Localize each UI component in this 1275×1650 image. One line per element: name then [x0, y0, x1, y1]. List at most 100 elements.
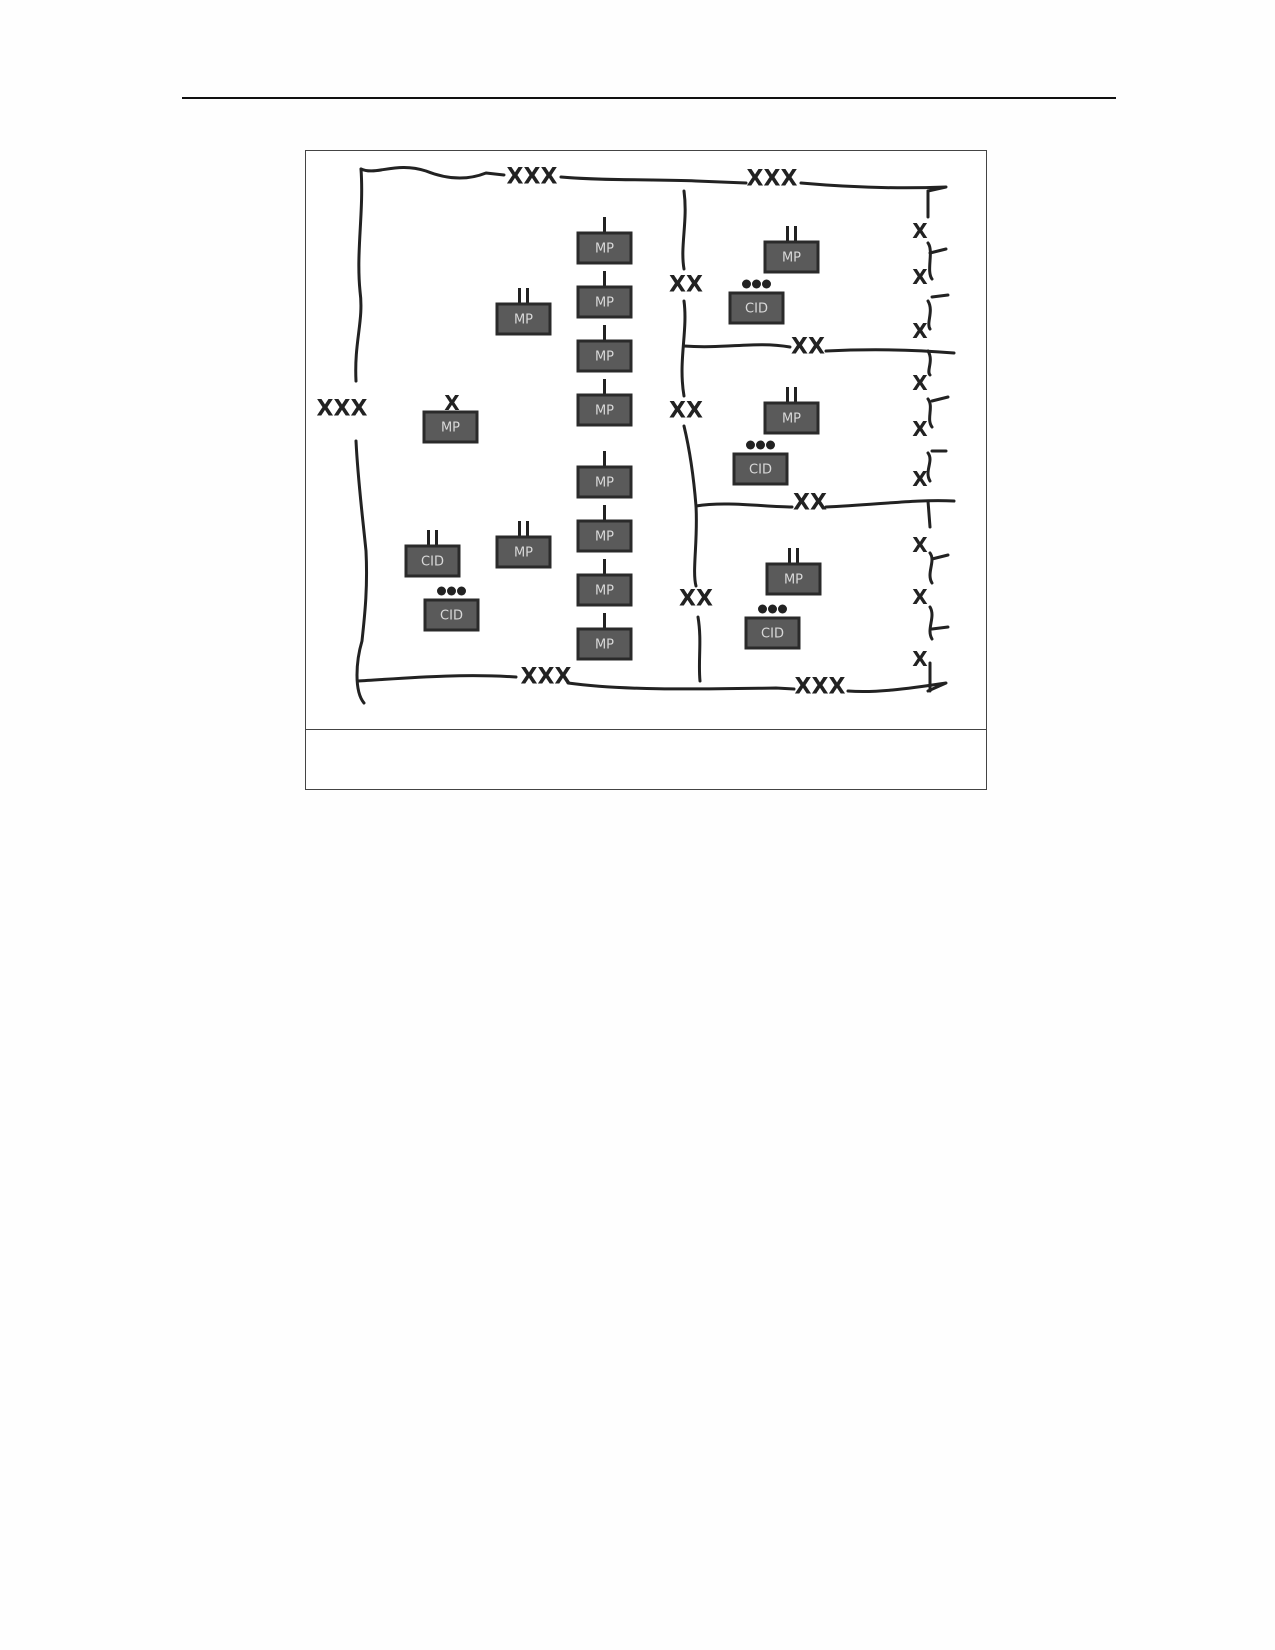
- dot-marker: [762, 279, 771, 289]
- mp-box: [576, 339, 633, 373]
- boundary-label-xxx: XXX: [747, 167, 798, 192]
- mp-box: [763, 401, 820, 435]
- mp-box: [422, 410, 479, 444]
- mp-box: [576, 285, 633, 319]
- boundary-label-xx: XX: [791, 335, 825, 360]
- mp-unit: MP: [576, 379, 633, 427]
- mp-label: MP: [595, 530, 614, 545]
- boundary-label-xxx: XXX: [521, 665, 572, 690]
- lower-divider-line: [694, 499, 956, 509]
- mp-label: MP: [595, 296, 614, 311]
- mp-box: [763, 240, 820, 274]
- boundary-label-x: X: [912, 647, 928, 671]
- cid-box: [423, 598, 480, 632]
- cid-label: CID: [440, 609, 463, 624]
- mp-label: MP: [595, 242, 614, 257]
- units-layer: MP MP MP MP MP MP MP MP MP MP MP CID CID MP CID MP CID MP…: [404, 217, 822, 661]
- dot-marker: [746, 440, 755, 450]
- mp-unit: MP: [576, 505, 633, 553]
- mp-unit: MP: [576, 325, 633, 373]
- dot-marker: [437, 586, 446, 596]
- cid-unit: CID: [423, 586, 480, 632]
- boundary-label-x: X: [912, 417, 928, 441]
- mp-unit: MP: [576, 613, 633, 661]
- boundary-label-xx: XX: [669, 399, 703, 424]
- header-rule: [182, 97, 1116, 99]
- mp-label: MP: [441, 421, 460, 436]
- cid-label: CID: [745, 302, 768, 317]
- boundary-label-x: X: [912, 371, 928, 395]
- mp-label: MP: [595, 476, 614, 491]
- dot-marker: [758, 604, 767, 614]
- mp-unit: MP: [495, 288, 552, 336]
- mp-box: [576, 627, 633, 661]
- dot-marker: [457, 586, 466, 596]
- mp-label: MP: [784, 573, 803, 588]
- mp-unit: MP: [495, 521, 552, 569]
- boundary-label-x: X: [912, 265, 928, 289]
- upper-divider-line: [682, 343, 956, 355]
- boundary-label-xx: XX: [679, 587, 713, 612]
- cid-unit: CID: [404, 530, 461, 578]
- mp-box: [576, 465, 633, 499]
- boundary-label-x: X: [912, 467, 928, 491]
- mp-label: MP: [595, 350, 614, 365]
- bottom-boundary-line: [356, 674, 948, 694]
- mp-box: [495, 535, 552, 569]
- mp-box: [495, 302, 552, 336]
- cid-box: [728, 291, 785, 325]
- mp-unit: MP: [763, 387, 820, 435]
- dot-marker: [766, 440, 775, 450]
- mp-label: MP: [595, 584, 614, 599]
- dot-marker: [768, 604, 777, 614]
- cid-box: [732, 452, 789, 486]
- boundary-label-xx: XX: [669, 273, 703, 298]
- figure-caption: [306, 729, 986, 789]
- boundary-label-xxx: XXX: [317, 397, 368, 422]
- mp-label: MP: [595, 638, 614, 653]
- boundary-label-x: X: [912, 585, 928, 609]
- mp-unit: MP: [576, 451, 633, 499]
- mp-unit: MP: [763, 226, 820, 274]
- boundary-label-xx: XX: [793, 491, 827, 516]
- boundary-label-xxx: XXX: [795, 675, 846, 700]
- cid-unit: CID: [732, 440, 789, 486]
- boundary-label-x: X: [912, 219, 928, 243]
- cid-label: CID: [761, 627, 784, 642]
- mp-box: [576, 231, 633, 265]
- mp-box: [765, 562, 822, 596]
- dot-marker: [756, 440, 765, 450]
- right-boundary-branches: [928, 247, 950, 631]
- mp-box: [576, 519, 633, 553]
- mp-label: MP: [595, 404, 614, 419]
- cid-unit: CID: [728, 279, 785, 325]
- boundary-label-x: X: [912, 319, 928, 343]
- mp-box: [576, 573, 633, 607]
- mp-unit: MP: [576, 217, 633, 265]
- mp-unit: MP: [422, 410, 479, 444]
- right-boundary-line: [926, 189, 934, 693]
- cid-label: CID: [749, 463, 772, 478]
- boundary-label-x: X: [444, 391, 460, 415]
- left-boundary-line: [354, 167, 369, 705]
- cid-box: [744, 616, 801, 650]
- dot-marker: [742, 279, 751, 289]
- cid-label: CID: [421, 555, 444, 570]
- mp-unit: MP: [576, 559, 633, 607]
- mp-box: [576, 393, 633, 427]
- cid-box: [404, 544, 461, 578]
- mp-label: MP: [514, 546, 533, 561]
- mp-label: MP: [782, 251, 801, 266]
- cid-unit: CID: [744, 604, 801, 650]
- dot-marker: [752, 279, 761, 289]
- boundary-label-xxx: XXX: [507, 165, 558, 190]
- mp-label: MP: [782, 412, 801, 427]
- dot-marker: [778, 604, 787, 614]
- mp-unit: MP: [576, 271, 633, 319]
- mp-label: MP: [514, 313, 533, 328]
- top-boundary-line: [359, 166, 948, 193]
- mp-unit: MP: [765, 548, 822, 596]
- boundary-label-x: X: [912, 533, 928, 557]
